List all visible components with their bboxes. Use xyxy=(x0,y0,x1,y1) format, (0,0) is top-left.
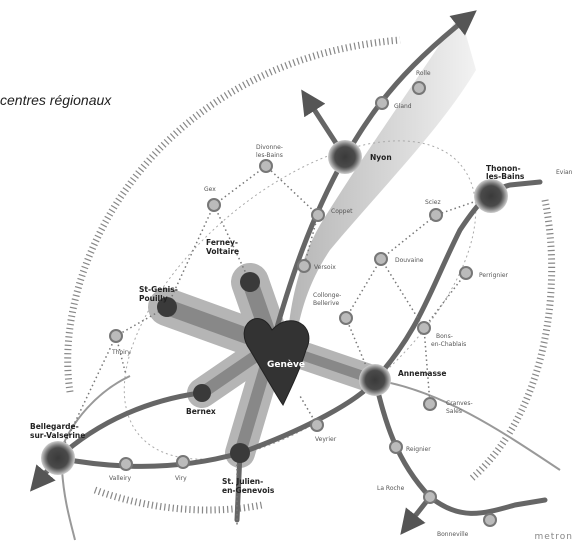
label-collonge: Collonge-Bellerive xyxy=(313,292,341,307)
node-ferney xyxy=(240,272,260,292)
node-perrignier xyxy=(459,266,473,280)
node-bons xyxy=(417,321,431,335)
outer-ring-arc-right xyxy=(467,199,556,483)
node-gex xyxy=(207,198,221,212)
node-versoix xyxy=(297,259,311,273)
node-laroche xyxy=(423,490,437,504)
node-viry xyxy=(176,455,190,469)
label-bonneville: Bonneville xyxy=(437,531,469,538)
node-bernex xyxy=(193,384,211,402)
node-cranves xyxy=(423,397,437,411)
node-sciez xyxy=(429,208,443,222)
label-geneve: Genève xyxy=(267,359,305,370)
node-divonne xyxy=(259,159,273,173)
minor-place-labels: Rolle Gland Divonne-les-Bains Gex Coppet… xyxy=(109,70,573,538)
label-gex: Gex xyxy=(204,186,216,193)
label-perrignier: Perrignier xyxy=(479,272,509,279)
label-veyrier: Veyrier xyxy=(315,436,337,443)
label-cranves: Cranves-Sales xyxy=(446,400,473,415)
outer-ring-arc xyxy=(64,36,401,393)
label-stgenis: St-Genis-Pouilly xyxy=(139,285,178,303)
label-evian: Evian xyxy=(556,169,573,176)
node-gland xyxy=(375,96,389,110)
node-coppet xyxy=(311,208,325,222)
map-caption: centres régionaux xyxy=(0,92,112,108)
label-annemasse: Annemasse xyxy=(398,369,446,378)
node-stjulien xyxy=(230,443,250,463)
geneve-center-shape xyxy=(243,318,310,406)
node-collonge xyxy=(339,311,353,325)
label-versoix: Versoix xyxy=(314,264,336,271)
node-douvaine xyxy=(374,252,388,266)
label-divonne: Divonne-les-Bains xyxy=(256,144,283,159)
node-nyon xyxy=(328,140,362,174)
node-vallery xyxy=(119,457,133,471)
node-reignier xyxy=(389,440,403,454)
label-vallery: Valleiry xyxy=(109,475,131,482)
node-bonneville xyxy=(483,513,497,527)
label-viry: Viry xyxy=(175,475,187,482)
node-rolle xyxy=(412,81,426,95)
node-stgenis xyxy=(157,297,177,317)
label-bernex: Bernex xyxy=(186,407,216,416)
label-thonon: Thonon-les-Bains xyxy=(486,164,525,181)
label-douvaine: Douvaine xyxy=(395,257,424,264)
credit-label: metron xyxy=(534,532,573,542)
label-bons: Bons-en-Chablais xyxy=(431,333,466,348)
label-reignier: Reignier xyxy=(406,446,431,453)
node-bellegarde xyxy=(41,441,75,475)
label-sciez: Sciez xyxy=(425,199,441,206)
label-thoiry: Thoiry xyxy=(111,349,131,356)
label-bellegarde: Bellegarde-sur-Valserine xyxy=(30,422,85,440)
arms xyxy=(148,263,389,468)
major-centre-labels: Nyon Thonon-les-Bains Ferney-Voltaire St… xyxy=(30,153,525,495)
label-coppet: Coppet xyxy=(331,208,353,215)
regional-ring xyxy=(123,140,477,460)
node-thoiry xyxy=(109,329,123,343)
lake-shape xyxy=(287,14,476,345)
minor-place-nodes xyxy=(109,81,497,527)
secondary-lines xyxy=(57,375,561,541)
label-gland: Gland xyxy=(394,103,412,110)
label-stjulien: St. Julien-en-Genevois xyxy=(222,477,275,495)
label-rolle: Rolle xyxy=(416,70,431,77)
label-ferney: Ferney-Voltaire xyxy=(206,238,239,256)
label-laroche: La Roche xyxy=(377,485,405,492)
major-centre-nodes xyxy=(41,140,508,475)
node-annemasse xyxy=(359,364,391,396)
label-nyon: Nyon xyxy=(370,153,392,162)
node-thonon xyxy=(474,179,508,213)
node-veyrier xyxy=(310,418,324,432)
